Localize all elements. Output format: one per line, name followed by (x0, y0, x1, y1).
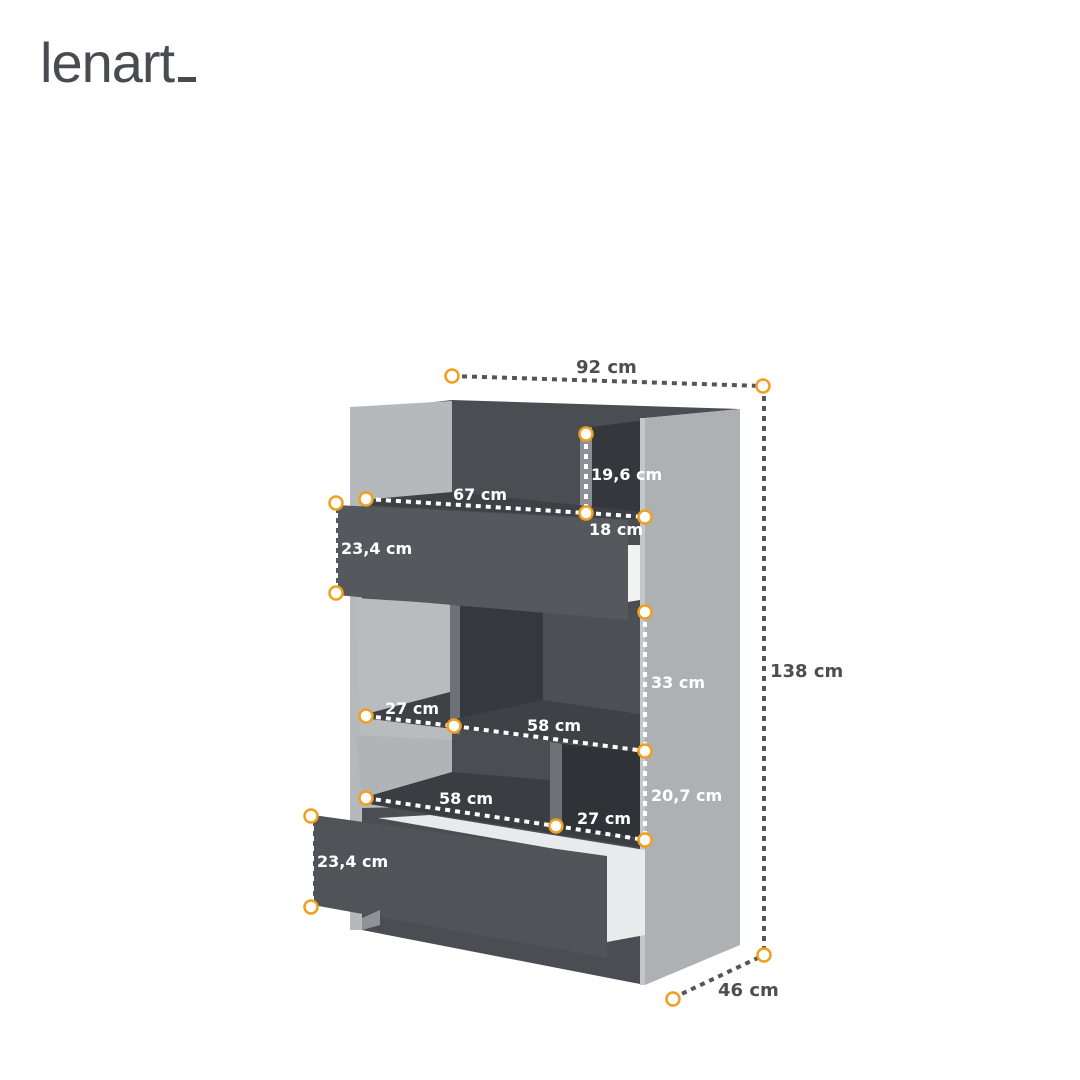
cabinet-base (362, 910, 380, 930)
marker (358, 708, 374, 724)
dimension-labels: 92 cm 138 cm 46 cm 67 cm 19,6 cm 18 cm 2… (317, 357, 843, 1001)
lower-divider (550, 742, 562, 830)
dim-width-line (451, 374, 763, 388)
dimension-lines (310, 374, 766, 1000)
label-width: 92 cm (576, 357, 637, 378)
middle-back (460, 606, 543, 725)
label-lower-left: 58 cm (439, 789, 493, 808)
label-top-shelf: 67 cm (453, 485, 507, 504)
lower-shelf (362, 772, 645, 848)
lower-right-back (562, 744, 645, 838)
dimension-markers (303, 368, 772, 1007)
label-depth: 46 cm (718, 980, 779, 1001)
marker (358, 491, 374, 507)
dim-lower-left-line (365, 796, 557, 828)
marker (548, 818, 564, 834)
brand-logo-text: lenart (40, 31, 175, 94)
marker (328, 585, 344, 601)
top-drawer-front (336, 505, 628, 620)
label-height: 138 cm (770, 661, 843, 682)
middle-right-back (543, 610, 645, 715)
marker (578, 505, 594, 521)
label-middle-height: 33 cm (651, 673, 705, 692)
marker (303, 899, 319, 915)
marker (637, 604, 653, 620)
marker (637, 743, 653, 759)
marker (303, 808, 319, 824)
label-lower-height: 20,7 cm (651, 786, 722, 805)
marker (446, 718, 462, 734)
marker (756, 947, 772, 963)
label-top-comp-height: 19,6 cm (591, 465, 662, 484)
dim-middle-right-line (453, 724, 646, 753)
dim-middle-left-line (365, 714, 455, 728)
middle-shelf (362, 692, 645, 752)
bottom-drawer-front (313, 815, 607, 958)
middle-divider (450, 604, 460, 735)
label-middle-left: 27 cm (385, 699, 439, 718)
cabinet (313, 400, 740, 985)
label-middle-right: 58 cm (527, 716, 581, 735)
brand-logo: lenart (40, 30, 197, 95)
top-compartment-back (592, 420, 645, 512)
label-lower-right: 27 cm (577, 809, 631, 828)
left-lower-wall (356, 735, 452, 800)
top-compartment-divider (580, 427, 592, 512)
bottom-drawer-interior (378, 815, 645, 942)
logo-underscore (178, 77, 197, 82)
marker (665, 991, 681, 1007)
label-top-comp-width: 18 cm (589, 520, 643, 539)
label-bottom-drawer: 23,4 cm (317, 852, 388, 871)
marker (637, 509, 653, 525)
dim-top-shelf-line (365, 497, 587, 515)
dim-depth-line (672, 953, 765, 1000)
top-shelf (362, 492, 645, 520)
marker (637, 832, 653, 848)
marker (328, 495, 344, 511)
marker (444, 368, 460, 384)
label-top-drawer: 23,4 cm (341, 539, 412, 558)
marker (578, 426, 594, 442)
marker (358, 790, 374, 806)
marker (755, 378, 771, 394)
top-drawer-side (628, 545, 640, 602)
right-side-panel (645, 409, 740, 985)
